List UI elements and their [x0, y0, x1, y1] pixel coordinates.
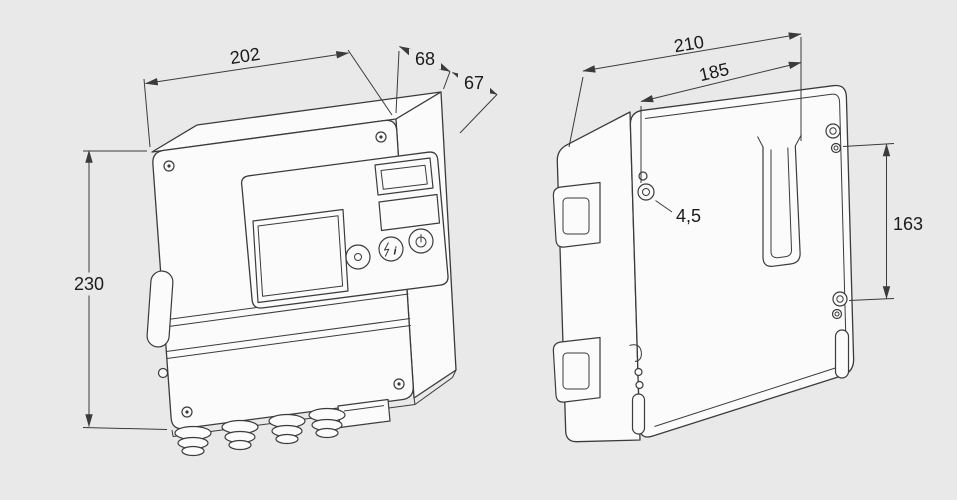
info-icon: i: [394, 246, 398, 258]
mounting-hook-upper: [552, 181, 601, 248]
dim-height-230: 230: [68, 149, 168, 430]
button-ok: [345, 244, 371, 270]
screw-bottom-left: [181, 406, 193, 418]
cable-glands: [174, 398, 391, 457]
lightning-icon: [384, 242, 390, 257]
dim-hole-diameter: 4,5: [655, 200, 701, 226]
slot-bottom-left: [631, 393, 646, 435]
dim-label-hole-diameter: 4,5: [676, 206, 701, 226]
lcd-display-window: [257, 215, 344, 297]
ok-button-icon: [354, 253, 362, 261]
power-icon: [415, 234, 427, 248]
control-panel: i: [240, 151, 449, 309]
side-cable-cover: [146, 270, 174, 379]
dim-label-height-holes: 163: [893, 214, 923, 234]
cable-gland: [268, 413, 306, 445]
mounting-hole-top-right: [825, 123, 842, 154]
screw-bottom-right: [393, 378, 405, 390]
dim-label-depth-top: 68: [415, 49, 435, 69]
mounting-hook-lower: [552, 336, 601, 403]
screw-top-left: [163, 160, 175, 172]
bottom-left-features: [629, 344, 646, 435]
dim-label-width: 202: [229, 44, 262, 68]
cable-gland: [308, 407, 346, 439]
dim-depth-67: 67: [451, 72, 498, 134]
mounting-hole-bottom-right: [831, 291, 850, 379]
dim-label-depth-side: 67: [464, 73, 484, 93]
hanging-slot: [757, 134, 802, 267]
dim-depth-68: 68: [395, 46, 451, 114]
front-panel-screws: [163, 131, 405, 418]
side-screw: [157, 367, 169, 379]
rear-view: [552, 84, 855, 443]
cable-gland: [221, 419, 259, 451]
dim-label-height: 230: [74, 274, 104, 294]
cable-gland: [174, 425, 212, 457]
dim-label-width-overall: 210: [673, 32, 706, 57]
hook-curl: [629, 344, 642, 362]
button-reset-info: i: [378, 236, 404, 262]
digital-display-window: [380, 164, 428, 190]
screw-top-right: [375, 131, 387, 143]
button-power: [408, 228, 434, 254]
label-window: [378, 193, 441, 232]
slot-bottom-right: [834, 329, 850, 379]
mounting-hole-top-left: [637, 171, 655, 201]
dim-width-202: 202: [143, 44, 393, 148]
dim-height-163: 163: [842, 143, 928, 301]
digital-display: [374, 157, 434, 196]
front-view: i: [146, 91, 457, 457]
lcd-display: [252, 208, 349, 304]
